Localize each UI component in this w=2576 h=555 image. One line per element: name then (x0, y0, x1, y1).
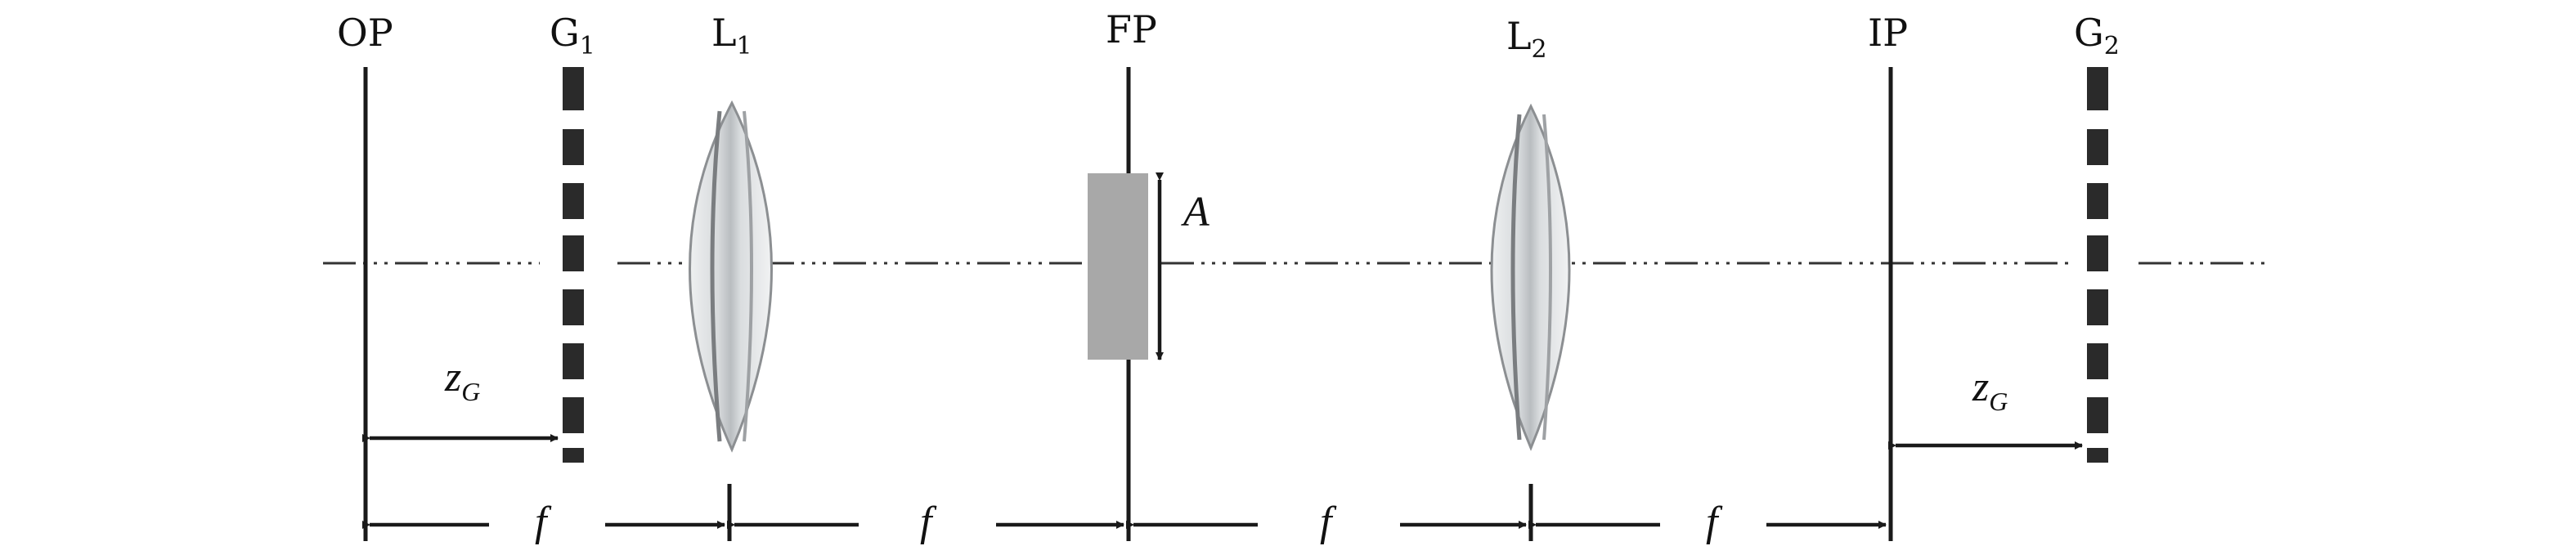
grating-g1 (563, 67, 584, 463)
label-zg-left: zG (444, 354, 480, 406)
label-g1: G1 (550, 11, 595, 60)
label-f-3: f (1320, 499, 1337, 545)
lens-l2 (1490, 103, 1571, 451)
label-l1: L1 (711, 11, 752, 60)
label-g2: G2 (2074, 11, 2120, 60)
label-fp: FP (1106, 7, 1157, 51)
label-zg-right: zG (1972, 364, 2008, 416)
label-ip: IP (1868, 11, 1908, 55)
focal-dimension-lines (362, 484, 1887, 541)
label-aperture: A (1181, 189, 1209, 235)
grating-g2 (2087, 67, 2108, 463)
label-f-4: f (1706, 499, 1723, 545)
label-f-2: f (920, 499, 937, 545)
lens-l1 (689, 100, 773, 453)
label-f-1: f (535, 499, 552, 545)
aperture-block (1088, 173, 1148, 360)
label-l2: L2 (1506, 14, 1547, 64)
label-op: OP (337, 11, 393, 55)
